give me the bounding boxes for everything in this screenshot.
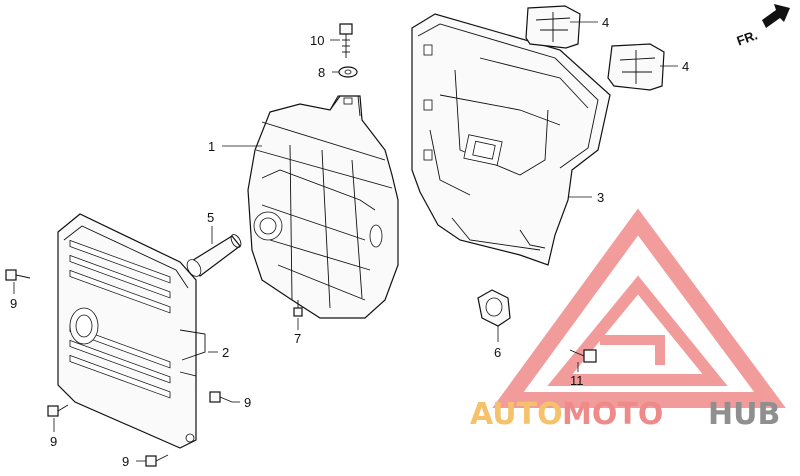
part-4-cap-upper (525, 5, 581, 49)
callout-7: 7 (294, 331, 301, 346)
part-4-cap-lower (607, 43, 665, 91)
callout-labels: 1 2 3 4 4 5 6 7 8 9 9 9 9 10 11 (10, 15, 689, 469)
part-5-tail-pipe (186, 234, 242, 277)
callout-9b: 9 (244, 395, 251, 410)
direction-arrow-icon (762, 4, 790, 28)
part-2-muffler-cover (57, 213, 206, 449)
watermark-text-moto: MOTO (562, 397, 663, 432)
callout-8: 8 (318, 65, 325, 80)
watermark-logo-text: AUTO MOTO HUB (470, 397, 780, 432)
part-9-bolt-d (145, 454, 169, 467)
part-11-bolt (569, 349, 597, 363)
callout-5: 5 (207, 210, 214, 225)
direction-label: FR. (735, 27, 760, 48)
part-9-bolt-b (209, 391, 233, 403)
part-7-bolt (293, 300, 303, 317)
watermark-text-hub: HUB (708, 397, 780, 432)
part-9-bolt-c (47, 404, 69, 417)
callout-6: 6 (494, 345, 501, 360)
part-9-bolt-a (5, 269, 31, 281)
leader-lines (13, 21, 678, 462)
callout-9d: 9 (122, 454, 129, 469)
watermark-logo-triangle (492, 208, 786, 408)
part-8-washer (338, 66, 358, 78)
watermark-text-auto: AUTO (470, 397, 563, 432)
callout-1: 1 (208, 139, 215, 154)
cover-louvers (69, 239, 171, 399)
part-3-muffler-protector (411, 13, 611, 266)
callout-11: 11 (570, 373, 584, 388)
callout-10: 10 (310, 33, 324, 48)
part-10-bolt (339, 23, 353, 58)
callout-3: 3 (597, 190, 604, 205)
part-1-muffler (247, 95, 399, 319)
callout-2: 2 (222, 345, 229, 360)
callout-4b: 4 (682, 59, 689, 74)
part-6-gasket (477, 289, 511, 327)
callout-4a: 4 (602, 15, 609, 30)
callout-9a: 9 (10, 296, 17, 311)
callout-9c: 9 (50, 434, 57, 449)
front-direction-indicator: FR. (735, 4, 790, 49)
